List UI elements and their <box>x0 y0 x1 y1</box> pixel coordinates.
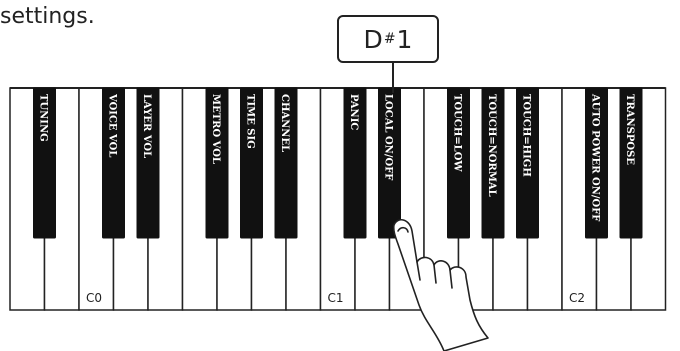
black-key <box>447 87 470 239</box>
black-key <box>378 87 401 239</box>
black-key <box>516 87 539 239</box>
black-key <box>205 87 229 239</box>
black-key-label: TOUCH=LOW <box>452 94 463 172</box>
black-key <box>585 87 608 239</box>
black-key-label: PANIC <box>348 94 359 130</box>
callout-note: D <box>363 24 383 54</box>
black-key-label: TOUCH=HIGH <box>521 94 532 177</box>
black-key <box>619 87 643 239</box>
black-key-label: TIME SIG <box>245 94 256 149</box>
black-key-label: TUNING <box>38 94 49 142</box>
black-key <box>343 87 367 239</box>
black-key-label: TRANSPOSE <box>624 94 635 165</box>
black-key-label: VOICE VOL <box>107 93 118 157</box>
note-callout: D#1 <box>337 15 439 63</box>
black-key <box>136 87 160 239</box>
black-key <box>240 87 263 239</box>
octave-label-c1: C1 <box>328 291 344 305</box>
intro-text: settings. <box>0 4 95 29</box>
black-keys: TUNING VOICE VOL LAYER VOL METRO VOL TIME SI… <box>33 87 643 239</box>
black-key <box>481 87 505 239</box>
black-key-label: LAYER VOL <box>141 94 152 158</box>
black-key <box>33 87 56 239</box>
black-key <box>274 87 298 239</box>
black-key-label: LOCAL ON/OFF <box>383 94 394 180</box>
black-key <box>102 87 125 239</box>
octave-label-c2: C2 <box>569 291 585 305</box>
octave-label-c0: C0 <box>86 291 102 305</box>
black-key-label: AUTO POWER ON/OFF <box>590 93 601 221</box>
black-key-label: CHANNEL <box>279 94 290 152</box>
callout-accidental: # <box>383 31 396 47</box>
black-key-label: TOUCH=NORMAL <box>486 94 497 197</box>
pointing-hand-icon <box>392 218 489 351</box>
callout-octave: 1 <box>396 24 413 54</box>
black-key-label: METRO VOL <box>210 94 221 164</box>
